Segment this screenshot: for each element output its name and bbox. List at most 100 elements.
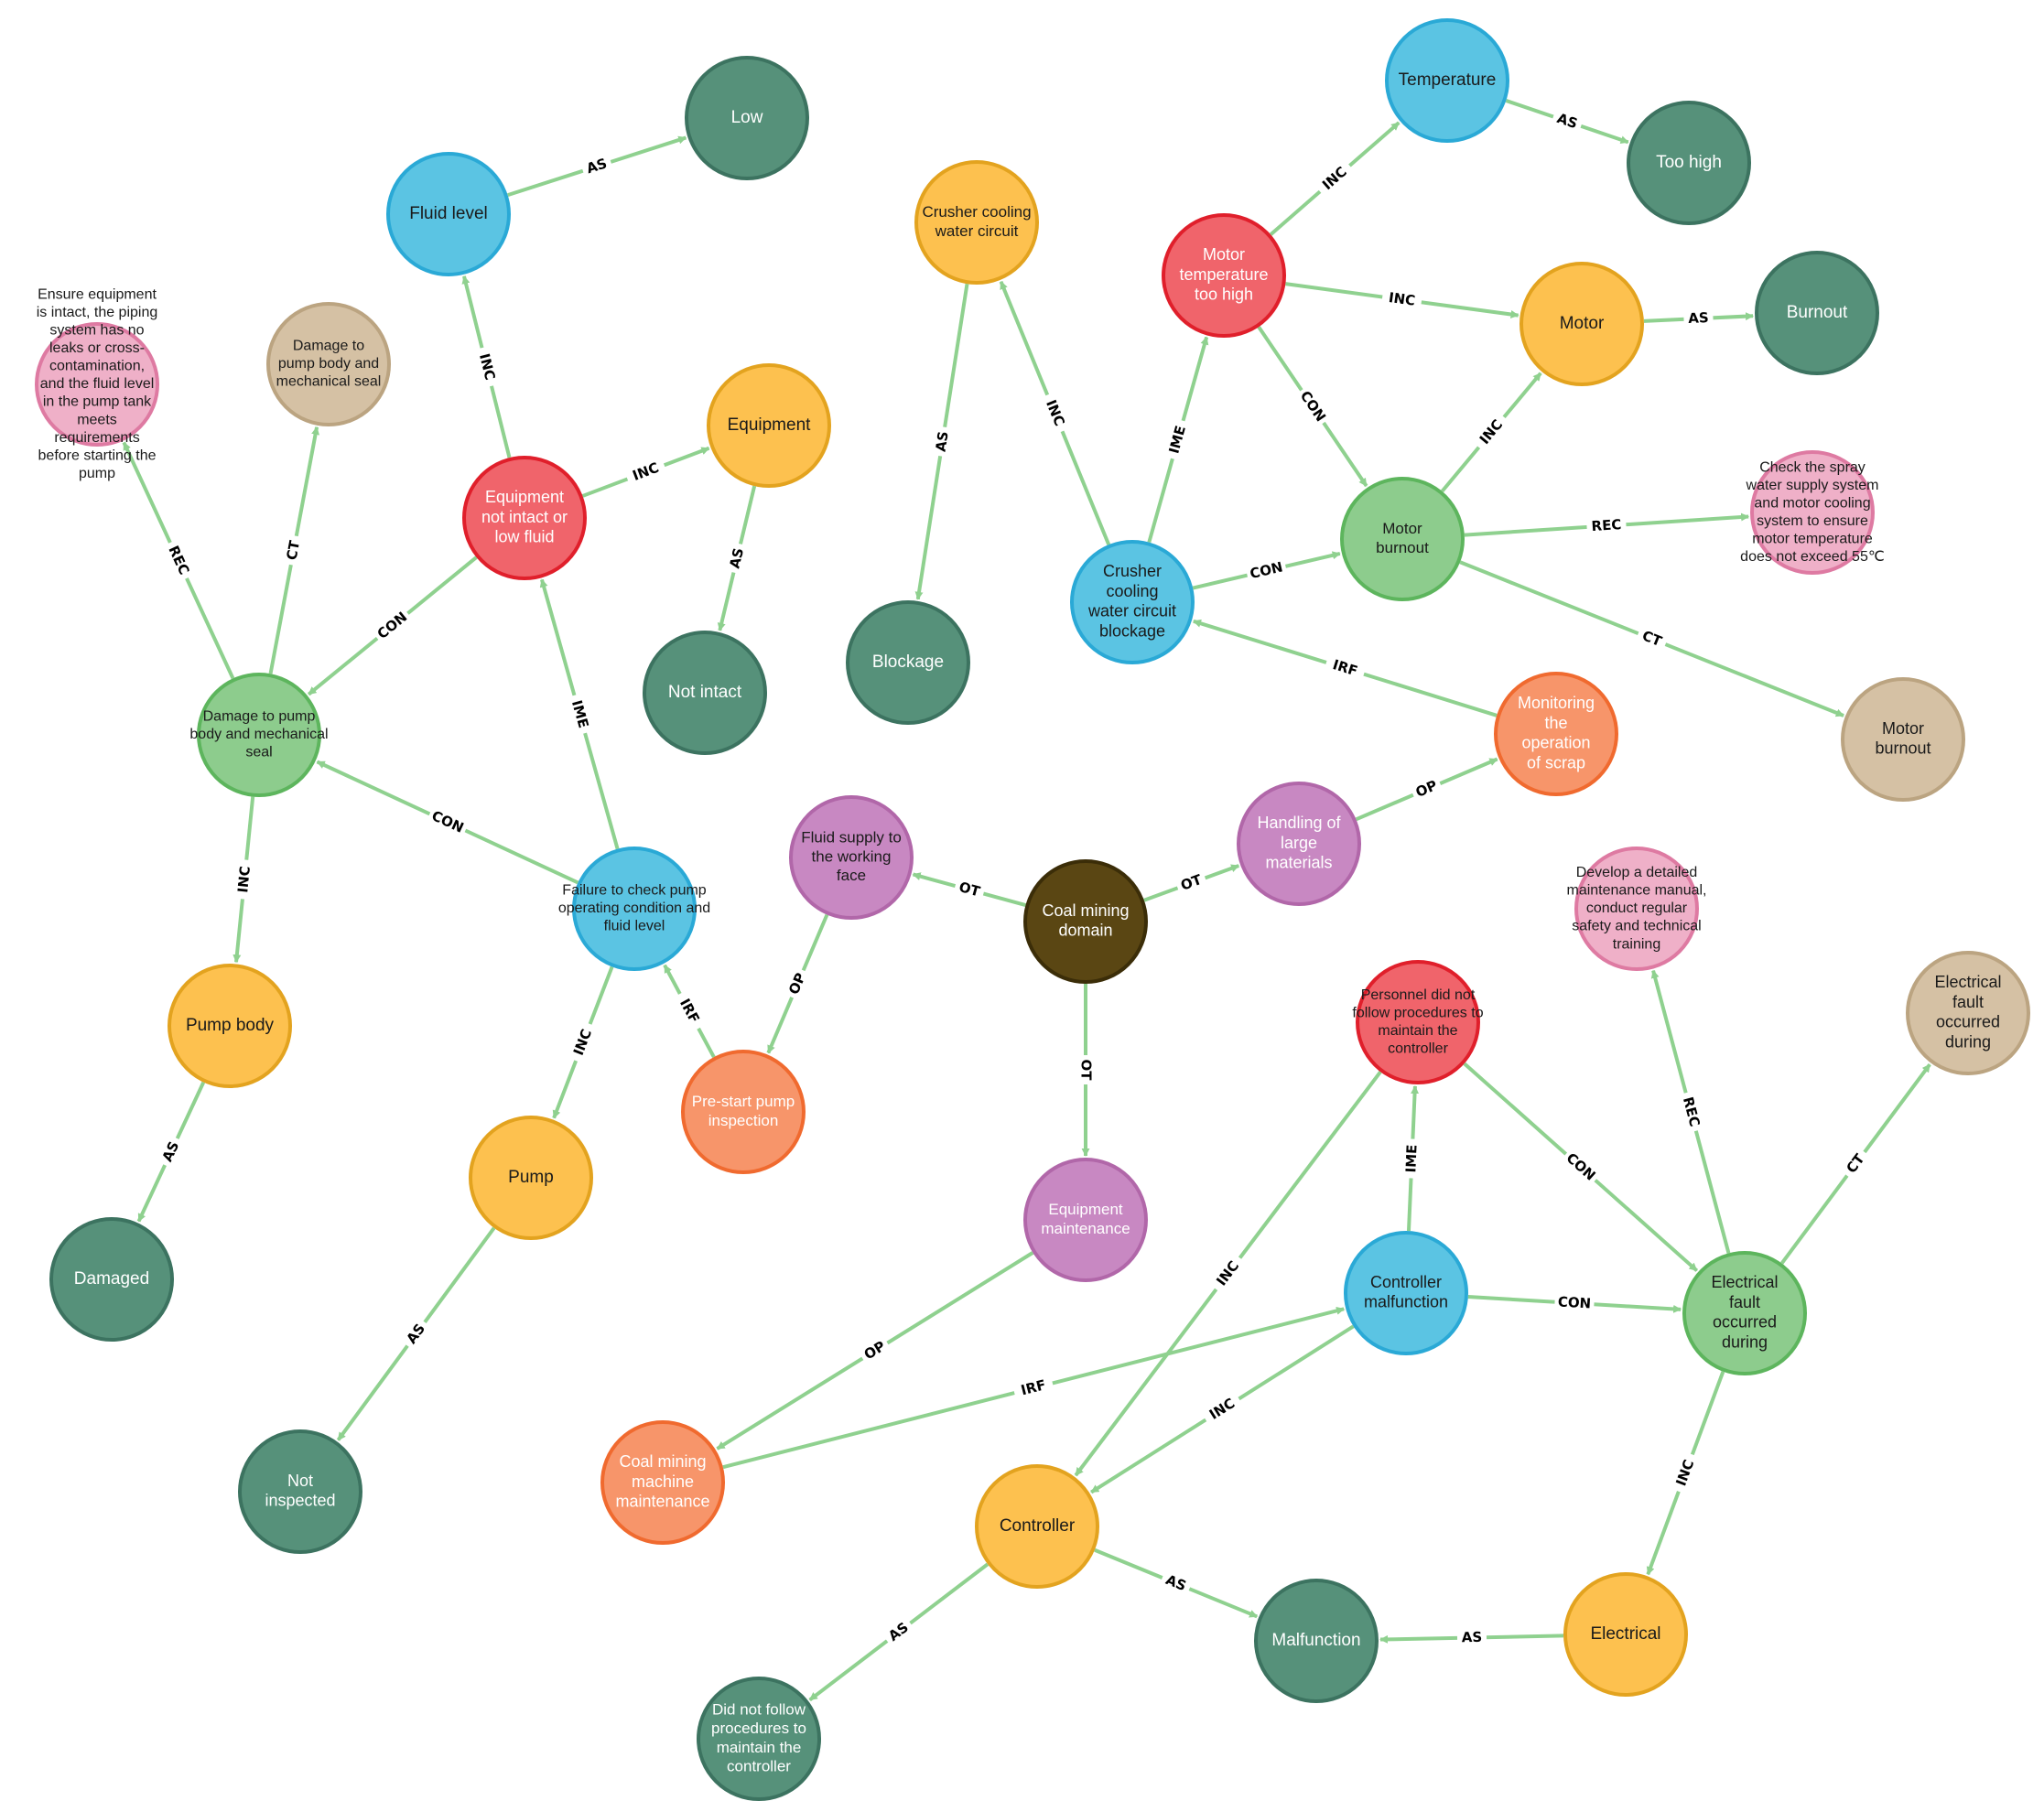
- node-circle[interactable]: [469, 1116, 593, 1240]
- edge-label-background: [1471, 411, 1511, 454]
- node-label-line: before starting the: [38, 448, 157, 463]
- edge-label-background: [1200, 1391, 1244, 1428]
- node-circle[interactable]: [789, 795, 914, 920]
- node-equipment[interactable]: Equipment: [707, 363, 831, 488]
- node-circle[interactable]: [1023, 859, 1148, 984]
- node-pumpbody[interactable]: Pump body: [168, 964, 292, 1088]
- node-circle[interactable]: [1385, 18, 1509, 143]
- node-temperature[interactable]: Temperature: [1385, 18, 1509, 143]
- node-circle[interactable]: [572, 847, 697, 971]
- node-toohigh[interactable]: Too high: [1627, 101, 1751, 225]
- node-circle[interactable]: [1627, 101, 1751, 225]
- edge-label-background: [565, 693, 594, 736]
- node-circle[interactable]: [1070, 540, 1195, 664]
- node-circle[interactable]: [266, 302, 391, 426]
- node-circle[interactable]: [846, 600, 970, 725]
- node-circle[interactable]: [35, 322, 159, 447]
- node-circle[interactable]: [197, 673, 321, 797]
- node-circle[interactable]: [681, 1050, 806, 1174]
- node-circle[interactable]: [1494, 672, 1618, 796]
- node-circle[interactable]: [1254, 1579, 1379, 1703]
- node-label-line: face: [837, 867, 866, 884]
- edge-label-irf: IRF: [1019, 1376, 1047, 1398]
- node-circle[interactable]: [1340, 477, 1465, 601]
- node-circle[interactable]: [600, 1420, 725, 1545]
- node-circle[interactable]: [1356, 960, 1480, 1084]
- edge-label-background: [426, 805, 470, 839]
- node-label-line: maintenance: [615, 1493, 709, 1511]
- node-label-line: Monitoring: [1518, 694, 1595, 712]
- node-circle[interactable]: [1841, 677, 1965, 802]
- node-circle[interactable]: [914, 160, 1039, 285]
- node-label-line: occurred: [1713, 1313, 1777, 1332]
- node-burnout[interactable]: Burnout: [1755, 251, 1879, 375]
- node-circle[interactable]: [1237, 782, 1361, 906]
- node-circle[interactable]: [643, 631, 767, 755]
- node-circle[interactable]: [49, 1217, 174, 1342]
- node-low[interactable]: Low: [685, 56, 809, 180]
- node-circle[interactable]: [697, 1677, 821, 1801]
- edge-label-background: [1208, 1252, 1248, 1295]
- node-motor[interactable]: Motor: [1519, 262, 1644, 386]
- node-circle[interactable]: [975, 1464, 1099, 1589]
- node-circle[interactable]: [1750, 450, 1875, 575]
- node-label-line: Coal mining: [619, 1452, 706, 1471]
- node-circle[interactable]: [1023, 1158, 1148, 1282]
- node-label-line: pump body and: [278, 356, 379, 372]
- node-electrical[interactable]: Electrical: [1563, 1572, 1688, 1697]
- node-circle[interactable]: [462, 456, 587, 580]
- node-circle[interactable]: [238, 1429, 362, 1554]
- edge-label-background: [1409, 774, 1444, 803]
- node-controller[interactable]: Controller: [975, 1464, 1099, 1589]
- edge-label-background: [1683, 308, 1714, 329]
- node-circle[interactable]: [707, 363, 831, 488]
- node-circle[interactable]: [1574, 847, 1699, 971]
- node-circle[interactable]: [1519, 262, 1644, 386]
- node-notintact[interactable]: Not intact: [643, 631, 767, 755]
- node-fluidlevel[interactable]: Fluid level: [386, 152, 511, 276]
- node-circle[interactable]: [1162, 213, 1286, 338]
- node-circle[interactable]: [1682, 1251, 1807, 1375]
- node-circle[interactable]: [1906, 951, 2030, 1075]
- node-blockage[interactable]: Blockage: [846, 600, 970, 725]
- node-circle[interactable]: [1344, 1231, 1468, 1355]
- node-pump[interactable]: Pump: [469, 1116, 593, 1240]
- edge-label-background: [1670, 1451, 1702, 1495]
- node-damaged[interactable]: Damaged: [49, 1217, 174, 1342]
- node-circle[interactable]: [386, 152, 511, 276]
- node-label-line: burnout: [1376, 539, 1429, 556]
- node-circle[interactable]: [1755, 251, 1879, 375]
- node-label-line: Fluid level: [409, 204, 488, 223]
- node-label-line: Electrical: [1934, 973, 2001, 991]
- node-circle[interactable]: [168, 964, 292, 1088]
- node-circle[interactable]: [685, 56, 809, 180]
- node-circle[interactable]: [1563, 1572, 1688, 1697]
- edge-label-background: [1456, 1628, 1487, 1647]
- node-malfunction[interactable]: Malfunction: [1254, 1579, 1379, 1703]
